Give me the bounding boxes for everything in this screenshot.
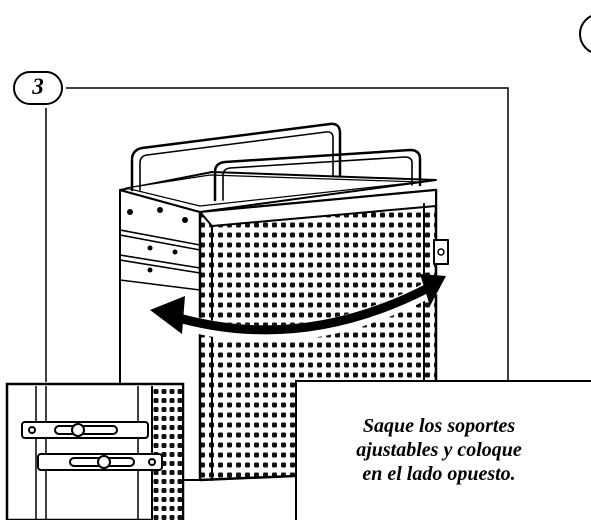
- cart-handle-left: [130, 122, 342, 192]
- instruction-box: Saque los soportes ajustables y coloque …: [295, 380, 591, 520]
- instruction-text: Saque los soportes ajustables y coloque …: [305, 414, 573, 486]
- instruction-line: en el lado opuesto.: [362, 463, 516, 485]
- bracket-detail-inset: [5, 382, 185, 520]
- instruction-line: ajustables y coloque: [356, 439, 522, 461]
- next-step-circle: [579, 15, 591, 53]
- step-leader-lines: [45, 87, 509, 382]
- cart-handle-right: [213, 148, 422, 202]
- double-arrow-icon: [150, 274, 446, 342]
- instruction-line: Saque los soportes: [362, 415, 516, 437]
- step-number: 3: [32, 74, 44, 99]
- step-badge-outline: [13, 71, 63, 105]
